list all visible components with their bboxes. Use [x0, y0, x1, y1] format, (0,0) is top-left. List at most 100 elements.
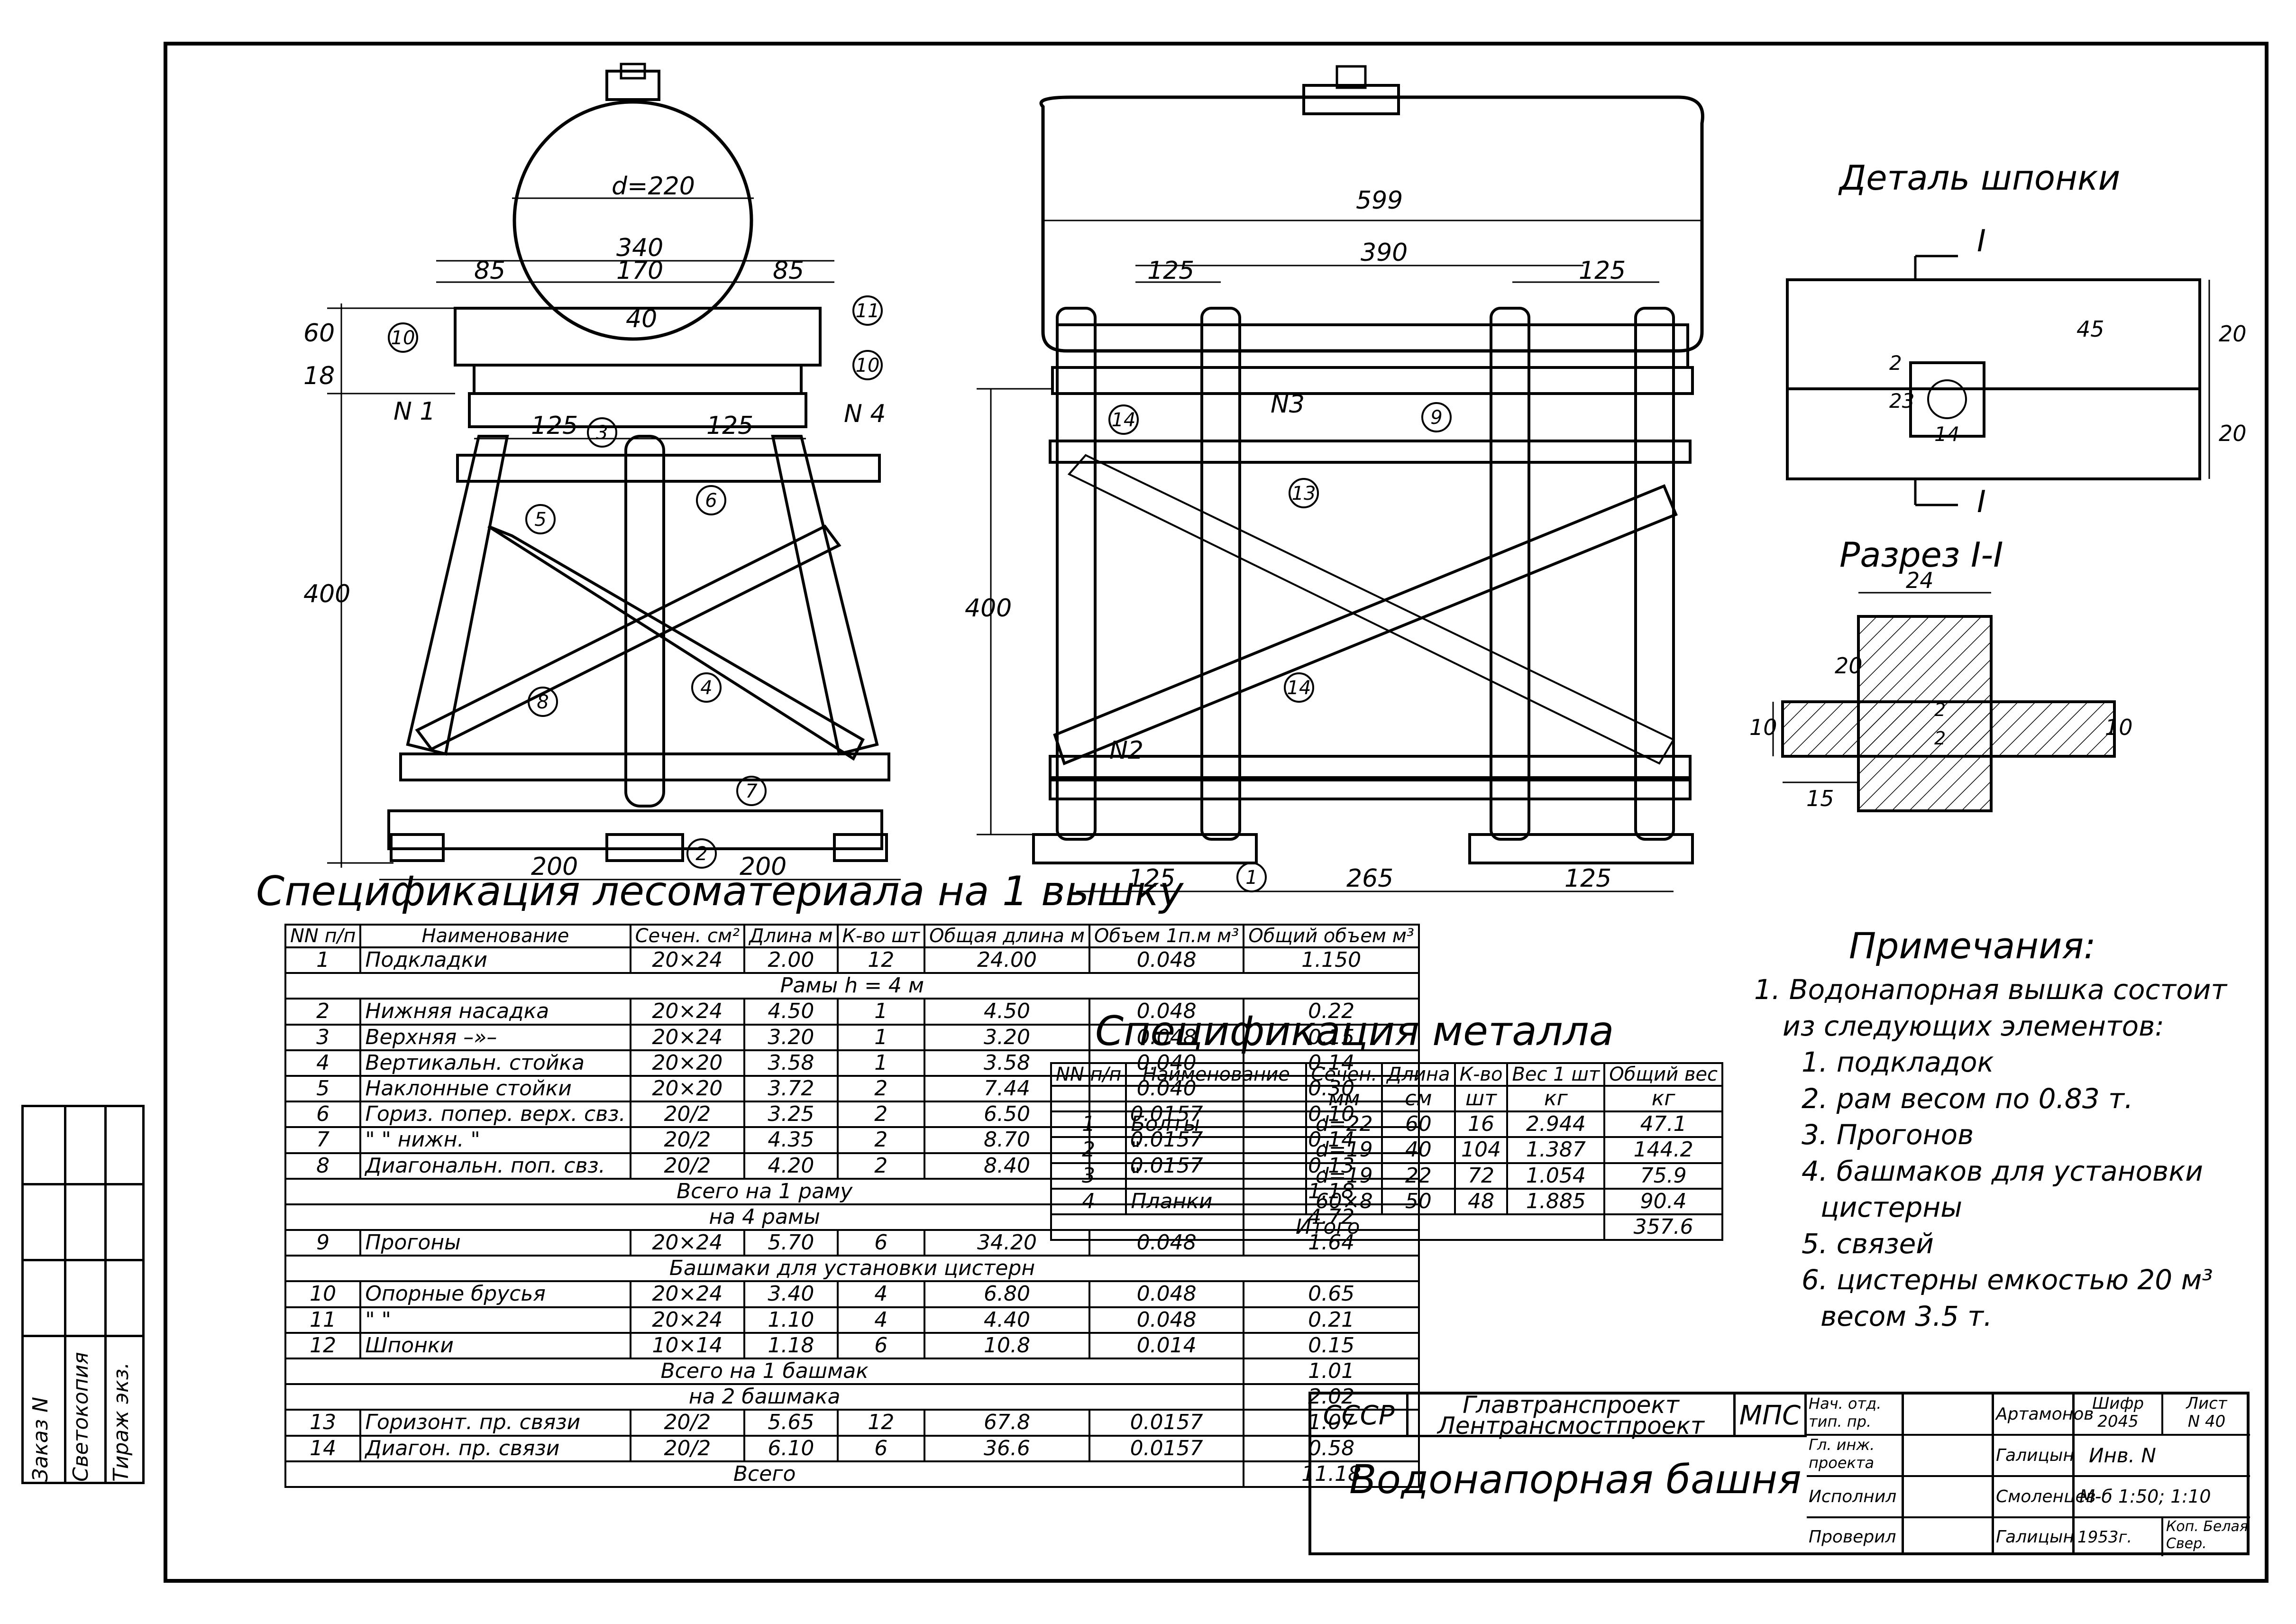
table-cell: 20/2: [629, 1101, 746, 1129]
table-cell: Диагональн. поп. свз.: [359, 1152, 631, 1180]
wood-spec-title: Спецификация лесоматериала на 1 вышку: [256, 868, 1184, 915]
ministry: МПС: [1736, 1395, 1807, 1437]
table-cell: 4.20: [743, 1152, 839, 1180]
stamp-run: Тираж экз.: [109, 1362, 133, 1482]
table-cell: 75.9: [1603, 1162, 1723, 1190]
table-cell: 1.387: [1506, 1136, 1606, 1164]
stamp-copy: Светокопия: [69, 1352, 93, 1482]
svg-text:14: 14: [1287, 677, 1311, 699]
svg-text:40: 40: [626, 305, 657, 333]
table-cell: 1: [836, 1049, 926, 1077]
svg-text:7: 7: [745, 780, 758, 802]
callout: 4: [691, 672, 722, 703]
table-cell: 3.20: [743, 1023, 839, 1051]
callout: 2: [686, 838, 717, 869]
note-item: 4. башмаков для установки: [1802, 1155, 2203, 1187]
svg-text:4: 4: [700, 677, 712, 699]
table-cell: 50: [1381, 1187, 1456, 1215]
table-cell: 6: [284, 1101, 362, 1129]
table-cell: 72: [1454, 1162, 1509, 1190]
table-cell: 3.25: [743, 1101, 839, 1129]
front-view: [977, 65, 1704, 892]
subtotal-label: на 2 башмака: [284, 1383, 1245, 1411]
svg-text:2: 2: [1934, 728, 1946, 749]
front-view-text: 599 390 125 125 400 125 265 125 N2 N3: [965, 186, 1626, 893]
table-cell: 3.72: [743, 1074, 839, 1103]
svg-text:200: 200: [531, 853, 578, 881]
table-cell: 4.50: [924, 998, 1090, 1026]
table-cell: 0.014: [1088, 1331, 1245, 1360]
svg-text:265: 265: [1346, 864, 1393, 893]
table-cell: 2: [284, 998, 362, 1026]
note-item: 5. связей: [1802, 1227, 1934, 1260]
svg-text:2: 2: [1934, 699, 1946, 720]
table-cell: 4.35: [743, 1126, 839, 1154]
table-cell: 6.10: [743, 1434, 839, 1462]
callout: 7: [736, 776, 767, 806]
callout: 6: [696, 485, 726, 515]
svg-text:400: 400: [303, 580, 350, 608]
table-header-row: NN п/п Наименование Сечен. см² Длина м К…: [284, 924, 1420, 948]
svg-text:2: 2: [1889, 351, 1902, 375]
table-cell: 0.15: [1243, 1331, 1420, 1360]
table-cell: 60×8: [1305, 1187, 1383, 1215]
table-section-row: Рамы h = 4 м: [284, 972, 1420, 1000]
section-title-cell: Башмаки для установки цистерн: [284, 1255, 1420, 1283]
table-cell: 144.2: [1603, 1136, 1723, 1164]
callout: 14: [1284, 672, 1314, 703]
table-cell: 1.054: [1506, 1162, 1606, 1190]
svg-text:125: 125: [1564, 864, 1611, 893]
table-cell: 20/2: [629, 1126, 746, 1154]
table-cell: 9: [284, 1229, 362, 1257]
table-cell: 4: [284, 1049, 362, 1077]
table-cell: 2.944: [1506, 1110, 1606, 1138]
table-cell: 2: [836, 1101, 926, 1129]
callout: 9: [1421, 402, 1452, 432]
side-view-callouts: 10 11 10 3 5 6 8 4 7 2: [388, 295, 883, 869]
table-cell: " " нижн. ": [359, 1126, 631, 1154]
svg-text:24: 24: [1906, 568, 1934, 593]
table-cell: 3: [284, 1023, 362, 1051]
table-cell: Прогоны: [359, 1229, 631, 1257]
table-cell: Гориз. попер. верх. свз.: [359, 1101, 631, 1129]
svg-text:125: 125: [706, 412, 753, 440]
table-cell: 6: [836, 1331, 926, 1360]
note-item: 1. подкладок: [1802, 1046, 1994, 1079]
svg-text:125: 125: [531, 412, 578, 440]
table-cell: 20×24: [629, 998, 746, 1026]
tank-body: [1039, 95, 1704, 353]
table-cell: 0.0157: [1088, 1434, 1245, 1462]
table-cell: 22: [1381, 1162, 1456, 1190]
key-detail: [1786, 255, 2210, 506]
table-cell: 12: [836, 946, 926, 974]
svg-text:10: 10: [1749, 715, 1777, 740]
table-units-row: мм см шт кг кг: [1050, 1084, 1723, 1113]
drawing-frame: [164, 42, 2269, 1583]
table-cell: ": [1125, 1162, 1308, 1190]
table-cell: 20/2: [629, 1434, 746, 1462]
total-value: 357.6: [1603, 1213, 1723, 1241]
callout: 8: [528, 687, 558, 717]
drawing-title: Водонапорная башня: [1349, 1456, 1802, 1503]
label-n4: N 4: [844, 400, 886, 428]
table-cell: 2: [836, 1152, 926, 1180]
organization: Главтранспроект Лентрансмостпроект: [1409, 1393, 1736, 1438]
svg-text:2: 2: [695, 843, 707, 865]
signatures: Нач. отд. тип. пр. Гл. инж. проекта Испо…: [1807, 1395, 2250, 1556]
callout: 1: [1236, 862, 1267, 892]
table-cell: 20×20: [629, 1049, 746, 1077]
svg-text:20: 20: [1835, 653, 1863, 679]
table-cell: 7: [284, 1126, 362, 1154]
svg-text:9: 9: [1430, 407, 1442, 429]
table-cell: 0.048: [1088, 1280, 1245, 1308]
table-cell: 0.048: [1088, 1023, 1245, 1051]
label-n1: N 1: [393, 397, 436, 426]
svg-text:45: 45: [2076, 316, 2104, 342]
notes: Примечания: 1. Водонапорная вышка состои…: [1754, 925, 2228, 1334]
